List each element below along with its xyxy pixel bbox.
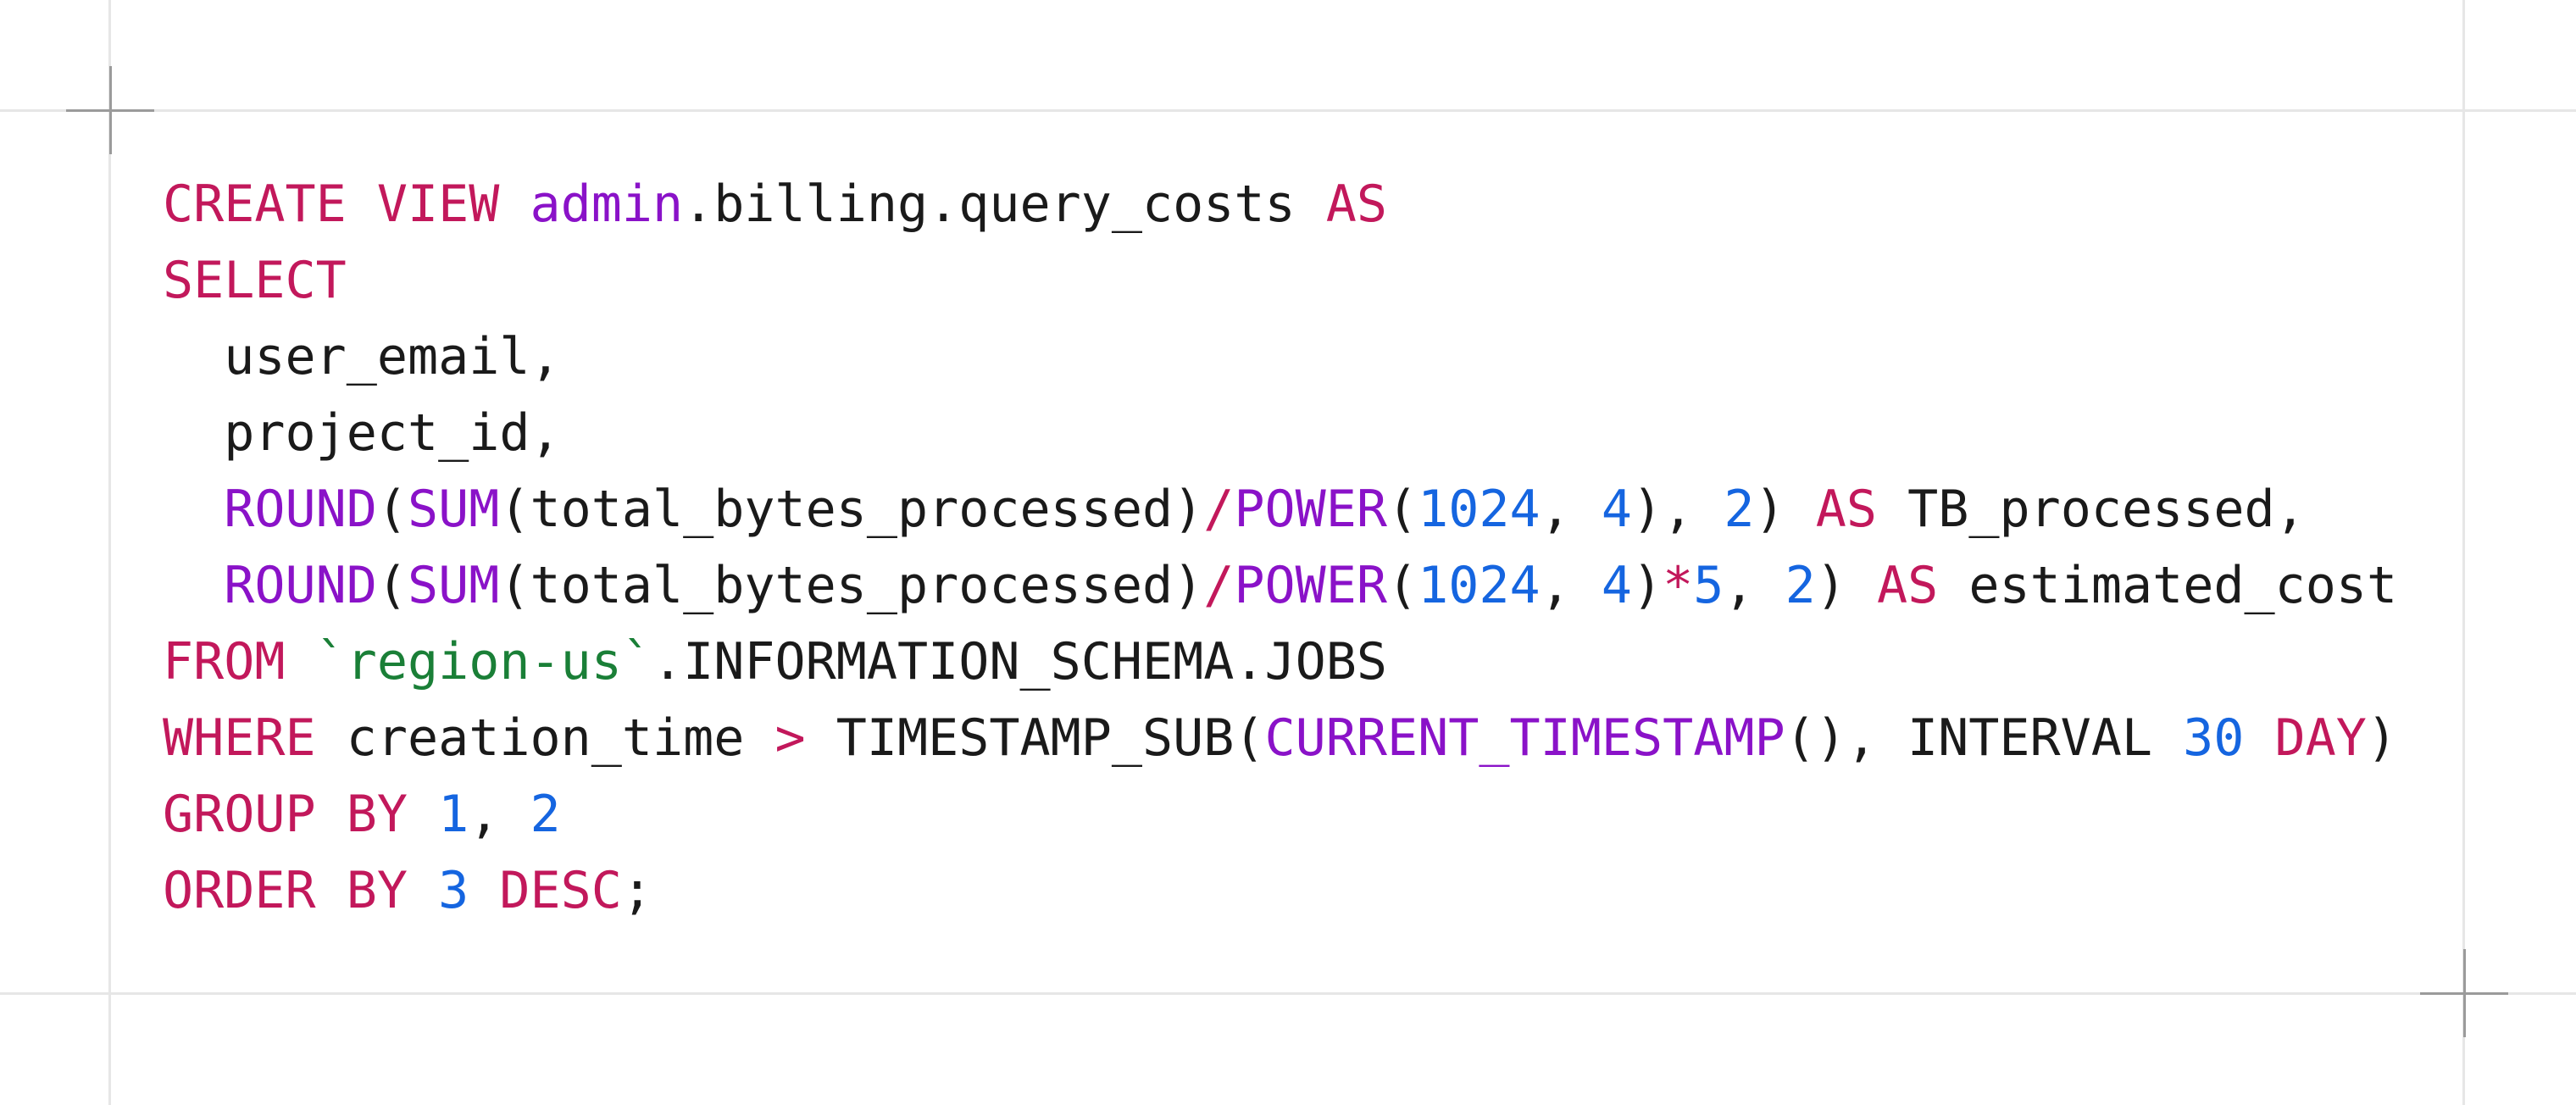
number-token: 2 xyxy=(1724,480,1755,539)
function-token: CURRENT_TIMESTAMP xyxy=(1264,708,1785,768)
number-token: 1 xyxy=(438,785,469,844)
identifier-token xyxy=(408,785,438,844)
identifier-token xyxy=(286,632,316,691)
code-line: ROUND(SUM(total_bytes_processed)/POWER(1… xyxy=(163,471,2397,547)
identifier-token: ( xyxy=(1386,480,1418,539)
keyword-token: VIEW xyxy=(376,175,500,234)
keyword-token: GROUP xyxy=(163,785,316,844)
identifier-token: (), INTERVAL xyxy=(1785,708,2184,768)
guide-line-left xyxy=(108,0,111,1105)
identifier-token: , xyxy=(1540,556,1602,615)
function-token: POWER xyxy=(1234,480,1387,539)
code-line: FROM `region-us`.INFORMATION_SCHEMA.JOBS xyxy=(163,624,2397,700)
keyword-token: DESC xyxy=(499,861,622,920)
code-line: user_email, xyxy=(163,319,2397,395)
number-token: 2 xyxy=(1785,556,1816,615)
identifier-token xyxy=(408,861,438,920)
keyword-token: AS xyxy=(1815,480,1877,539)
identifier-token xyxy=(347,175,377,234)
identifier-token: project_id, xyxy=(163,403,561,463)
code-line: SELECT xyxy=(163,242,2397,319)
number-token: 5 xyxy=(1693,556,1724,615)
identifier-token xyxy=(163,480,224,539)
identifier-token xyxy=(316,861,347,920)
identifier-token: ) xyxy=(1754,480,1816,539)
keyword-token: BY xyxy=(346,861,408,920)
number-token: 4 xyxy=(1601,556,1632,615)
identifier-token xyxy=(2244,708,2274,768)
keyword-token: ORDER xyxy=(163,861,316,920)
code-line: project_id, xyxy=(163,395,2397,471)
code-line: GROUP BY 1, 2 xyxy=(163,776,2397,852)
keyword-token: / xyxy=(1203,556,1235,615)
identifier-token: ( xyxy=(376,480,408,539)
identifier-token: , xyxy=(1540,480,1602,539)
identifier-token: creation_time xyxy=(315,708,775,768)
identifier-token: ( xyxy=(376,556,408,615)
number-token: 1024 xyxy=(1418,556,1541,615)
identifier-token: ( xyxy=(1386,556,1418,615)
identifier-token: (total_bytes_processed) xyxy=(499,480,1204,539)
identifier-token: (total_bytes_processed) xyxy=(499,556,1204,615)
keyword-token: BY xyxy=(346,785,408,844)
crosshair-top-left-icon xyxy=(66,66,154,154)
number-token: 4 xyxy=(1601,480,1632,539)
identifier-token xyxy=(163,556,224,615)
number-token: 2 xyxy=(530,785,561,844)
code-line: ORDER BY 3 DESC; xyxy=(163,852,2397,929)
keyword-token: WHERE xyxy=(163,708,316,768)
keyword-token: * xyxy=(1663,556,1694,615)
function-token: admin xyxy=(530,175,684,234)
code-line: ROUND(SUM(total_bytes_processed)/POWER(1… xyxy=(163,547,2397,624)
function-token: SUM xyxy=(408,480,500,539)
identifier-token xyxy=(316,785,347,844)
crosshair-bottom-right-icon xyxy=(2420,949,2508,1037)
identifier-token: TB_processed, xyxy=(1876,480,2306,539)
code-line: WHERE creation_time > TIMESTAMP_SUB(CURR… xyxy=(163,700,2397,776)
sql-code-block[interactable]: CREATE VIEW admin.billing.query_costs AS… xyxy=(163,166,2397,929)
keyword-token: CREATE xyxy=(163,175,347,234)
keyword-token: / xyxy=(1203,480,1235,539)
identifier-token: , xyxy=(469,785,530,844)
identifier-token: ; xyxy=(621,861,652,920)
guide-line-top xyxy=(0,109,2576,112)
keyword-token: AS xyxy=(1876,556,1939,615)
identifier-token: ) xyxy=(1815,556,1877,615)
identifier-token: estimated_cost xyxy=(1938,556,2398,615)
identifier-token: user_email, xyxy=(163,327,561,386)
identifier-token: ) xyxy=(1631,556,1663,615)
keyword-token: AS xyxy=(1325,175,1387,234)
identifier-token: ), xyxy=(1631,480,1724,539)
function-token: ROUND xyxy=(224,556,377,615)
function-token: SUM xyxy=(408,556,500,615)
keyword-token: FROM xyxy=(163,632,286,691)
guide-line-bottom xyxy=(0,992,2576,995)
function-token: POWER xyxy=(1234,556,1387,615)
number-token: 1024 xyxy=(1418,480,1541,539)
identifier-token: .INFORMATION_SCHEMA.JOBS xyxy=(652,632,1387,691)
identifier-token: ) xyxy=(2366,708,2398,768)
keyword-token: DAY xyxy=(2274,708,2367,768)
number-token: 3 xyxy=(438,861,469,920)
identifier-token xyxy=(499,175,530,234)
identifier-token xyxy=(469,861,499,920)
keyword-token: SELECT xyxy=(163,251,347,310)
identifier-token: , xyxy=(1724,556,1785,615)
identifier-token: TIMESTAMP_SUB( xyxy=(805,708,1265,768)
function-token: ROUND xyxy=(224,480,377,539)
string-token: `region-us` xyxy=(315,632,652,691)
code-line: CREATE VIEW admin.billing.query_costs AS xyxy=(163,166,2397,242)
number-token: 30 xyxy=(2183,708,2245,768)
guide-line-right xyxy=(2462,0,2465,1105)
keyword-token: > xyxy=(774,708,806,768)
identifier-token: .billing.query_costs xyxy=(683,175,1326,234)
